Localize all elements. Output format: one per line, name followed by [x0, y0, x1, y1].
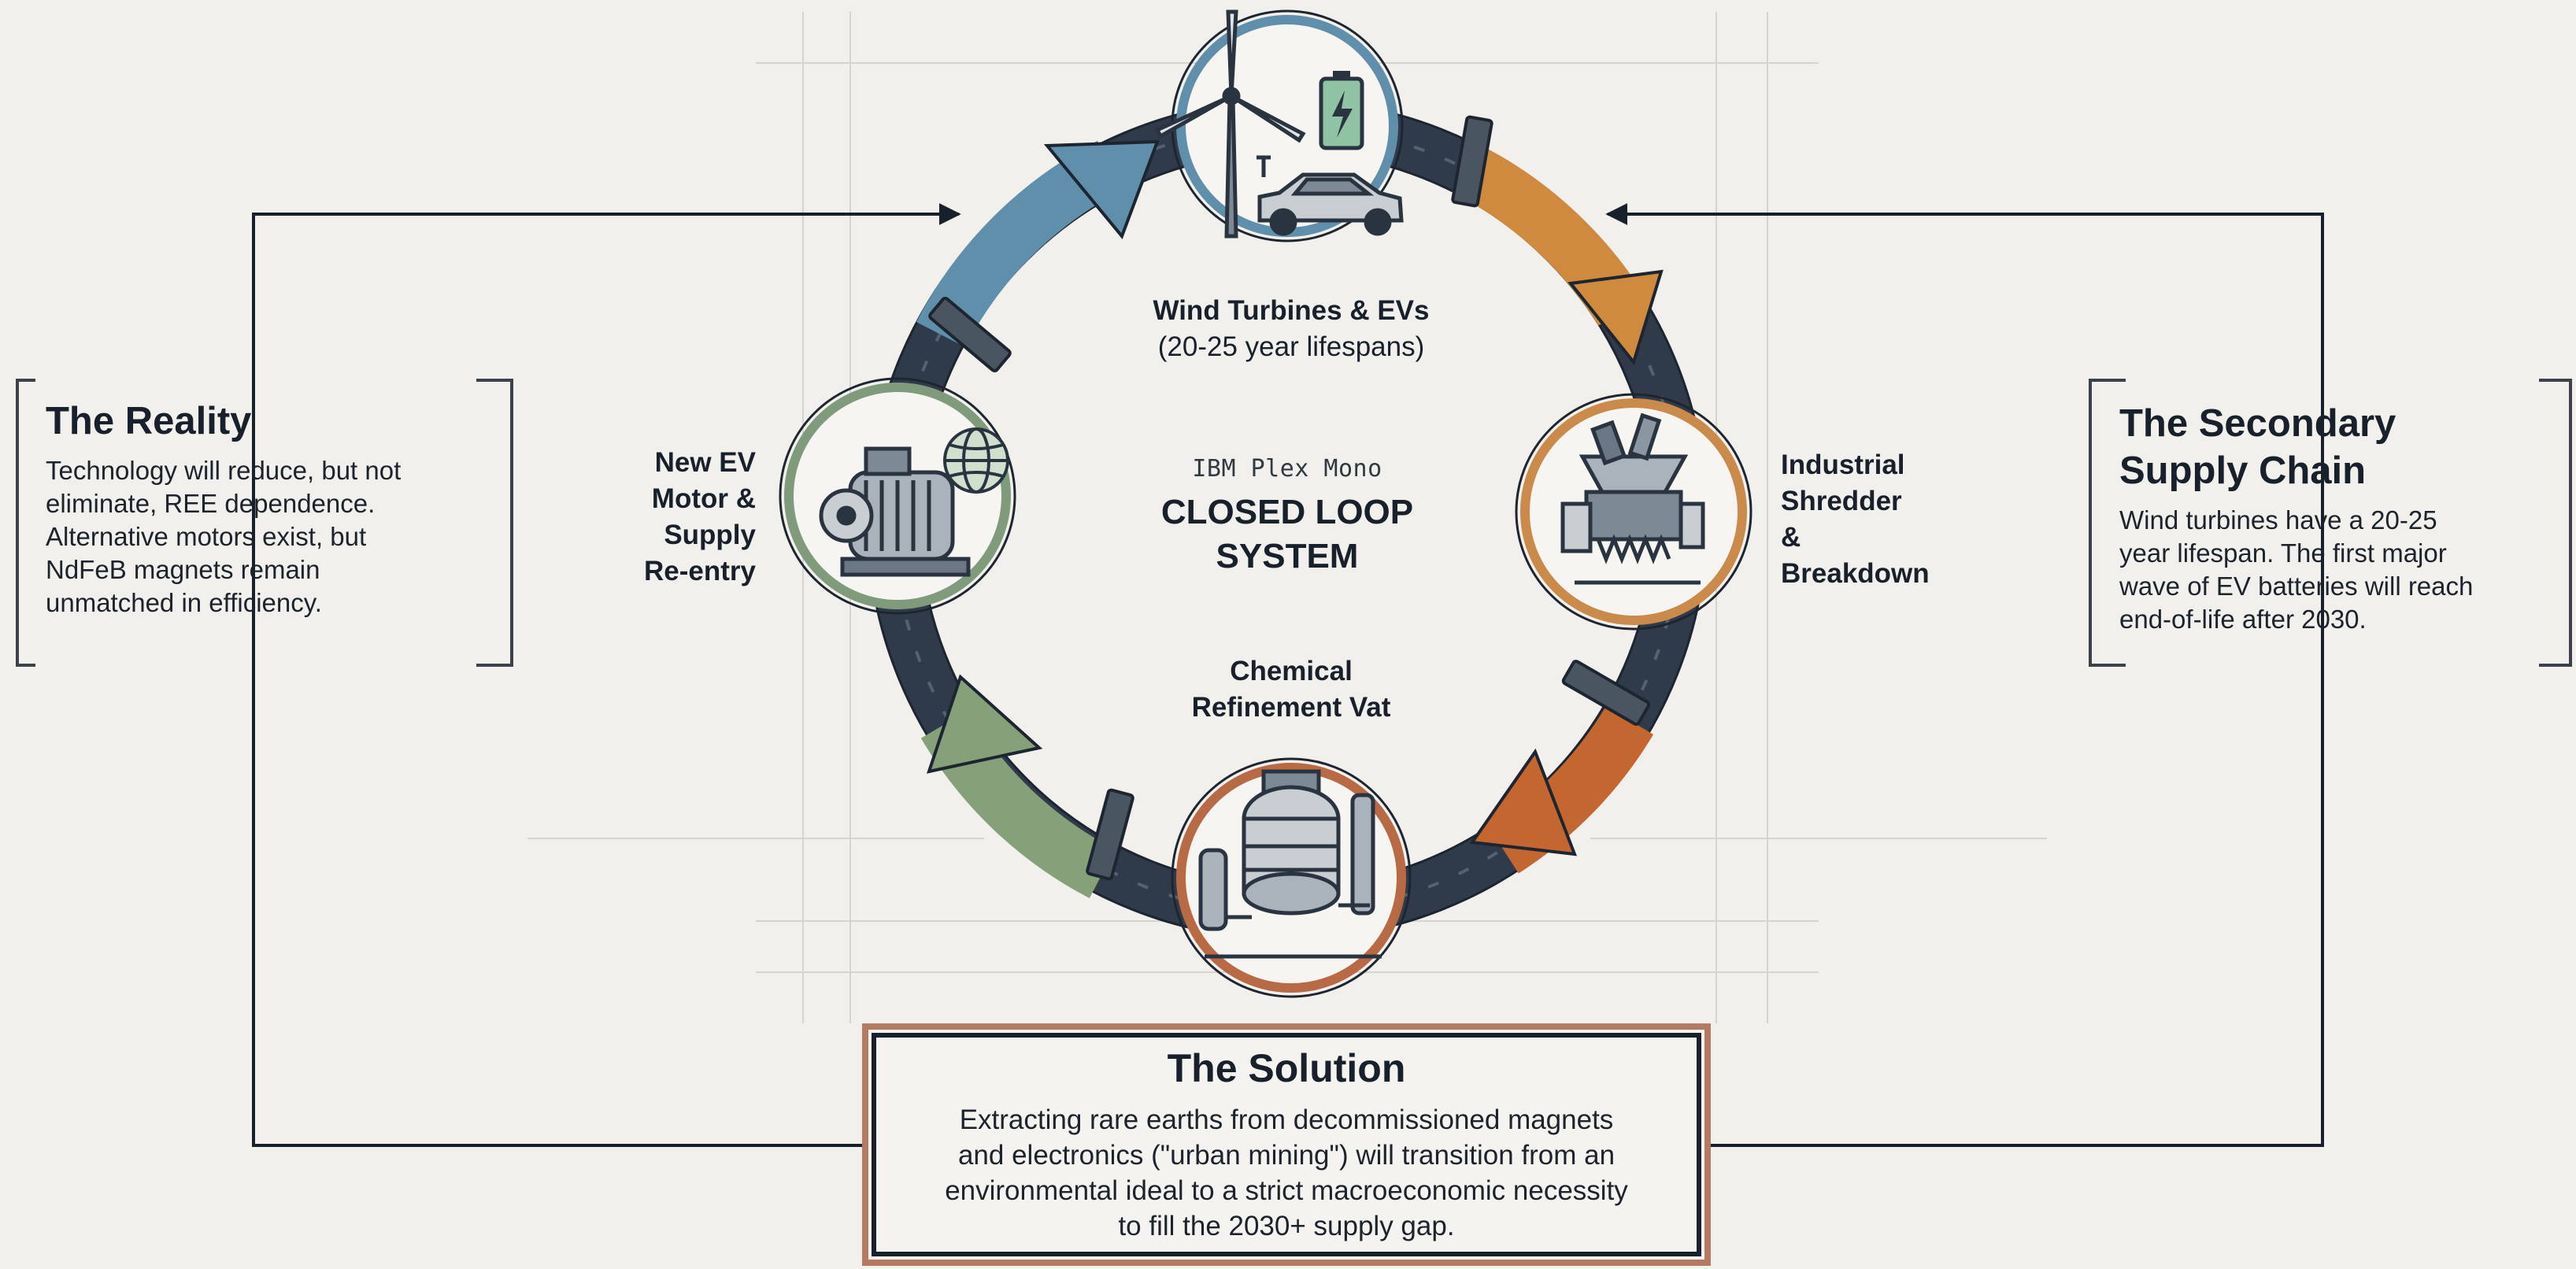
solution-panel: The Solution Extracting rare earths from… [878, 1045, 1695, 1244]
cycle-arrow-green [920, 674, 1116, 899]
solution-body-line-1: Extracting rare earths from decommission… [959, 1104, 1614, 1135]
globe-icon [943, 427, 1009, 494]
electric-motor-icon [819, 446, 971, 577]
node-top-label: Wind Turbines & EVs (20-25 year lifespan… [1079, 293, 1504, 365]
reality-body-line-3: Alternative motors exist, but [46, 522, 367, 551]
secondary-body-line-2: year lifespan. The first major [2119, 538, 2447, 568]
wind-turbine-icon [1154, 9, 1306, 239]
secondary-body-line-4: end-of-life after 2030. [2119, 605, 2367, 634]
reality-body-line-5: unmatched in efficiency. [46, 588, 322, 617]
node-right-line-4: Breakdown [1781, 558, 1930, 589]
center-title-line-2: SYSTEM [1216, 537, 1359, 575]
solution-title: The Solution [1167, 1046, 1406, 1090]
node-left-line-1: New EV [654, 447, 756, 478]
ring-brackets [928, 115, 1651, 881]
electric-car-icon [1257, 155, 1404, 236]
reality-body-line-4: NdFeB magnets remain [46, 555, 320, 584]
connector-right [1605, 203, 2324, 1147]
node-bottom-line-1: Chemical [1230, 656, 1353, 686]
node-left-line-2: Motor & [651, 483, 756, 514]
node-top-title: Wind Turbines & EVs [1153, 295, 1430, 326]
node-left-line-4: Re-entry [644, 556, 756, 586]
secondary-title-line-1: The Secondary [2119, 402, 2396, 445]
solution-box-frame [862, 1023, 1711, 1266]
reality-panel: The Reality Technology will reduce, but … [46, 398, 487, 620]
reactor-vat-icon [1198, 769, 1382, 959]
center-label: IBM Plex Mono CLOSED LOOP SYSTEM [1090, 455, 1484, 579]
solution-body-line-2: and electronics ("urban mining") will tr… [957, 1140, 1616, 1171]
node-right-label: Industrial Shredder & Breakdown [1781, 447, 2017, 592]
center-title-line-1: CLOSED LOOP [1160, 493, 1414, 531]
shredder-icon [1560, 413, 1705, 585]
secondary-panel-brackets [2089, 379, 2572, 667]
secondary-body-line-1: Wind turbines have a 20-25 [2119, 505, 2437, 535]
node-left-label: New EV Motor & Supply Re-entry [598, 445, 756, 590]
node-right-line-1: Industrial [1781, 450, 1905, 480]
secondary-body-line-3: wave of EV batteries will reach [2119, 572, 2474, 601]
node-bottom-label: Chemical Refinement Vat [1126, 653, 1456, 726]
cycle-arrow-orange [1451, 142, 1664, 366]
node-left-line-3: Supply [664, 520, 756, 550]
secondary-title-line-2: Supply Chain [2119, 450, 2367, 492]
reality-body-line-2: eliminate, REE dependence. [46, 489, 376, 518]
node-bottom-line-2: Refinement Vat [1191, 692, 1391, 723]
reality-body-line-1: Technology will reduce, but not [46, 456, 402, 485]
cycle-arrow-rust [1469, 705, 1654, 874]
node-right-line-3: & [1781, 522, 1801, 553]
solution-body-line-4: to fill the 2030+ supply gap. [1118, 1211, 1455, 1241]
reality-panel-brackets [16, 379, 513, 667]
center-font-note: IBM Plex Mono [1192, 455, 1382, 483]
reality-title: The Reality [46, 400, 252, 442]
battery-icon [1319, 71, 1364, 150]
connector-left [252, 203, 961, 1147]
node-right-line-2: Shredder [1781, 486, 1902, 516]
solution-body-line-3: environmental ideal to a strict macroeco… [945, 1175, 1628, 1206]
secondary-panel: The Secondary Supply Chain Wind turbines… [2119, 400, 2548, 636]
node-top-subtitle: (20-25 year lifespans) [1157, 331, 1425, 362]
